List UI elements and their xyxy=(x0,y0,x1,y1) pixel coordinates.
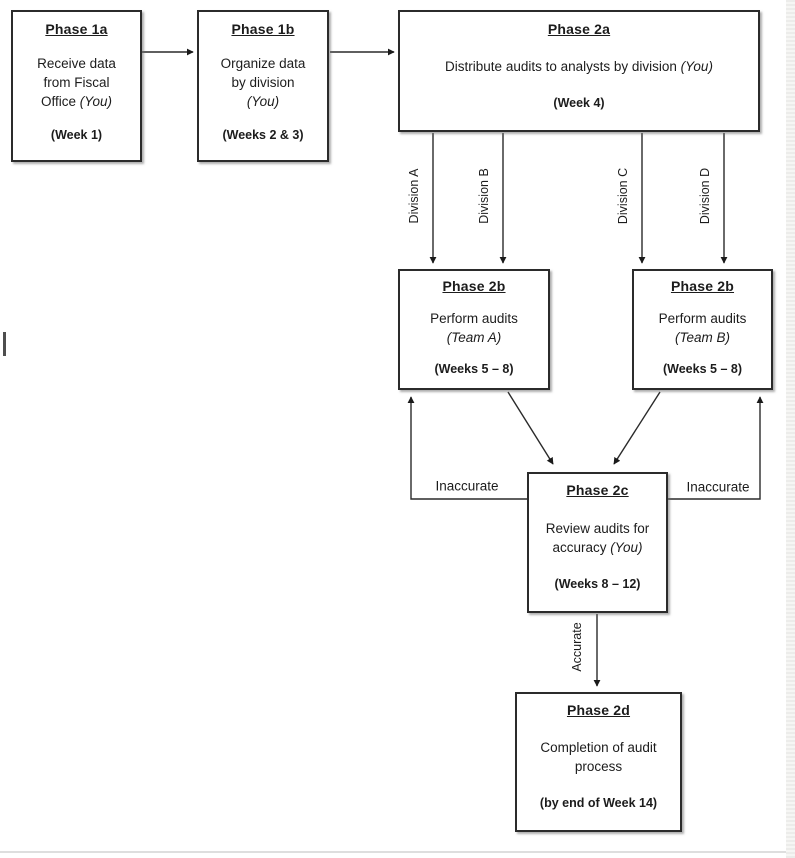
phase-1a-line3: Office xyxy=(40,94,80,109)
phase-1a-line2: from Fiscal xyxy=(43,75,110,90)
phase-1a-line1: Receive data xyxy=(37,56,116,71)
phase-2d-line1: Completion of audit xyxy=(540,740,657,755)
phase-1b-actor: (You) xyxy=(246,94,280,109)
phase-2c-line2: accuracy xyxy=(552,539,611,555)
inaccurate-left-label: Inaccurate xyxy=(435,478,499,494)
arrow-2b-right-to-2c xyxy=(613,391,661,465)
phase-2b-a-line1: Perform audits xyxy=(430,311,518,326)
phase-2a-line1: Distribute audits to analysts by divisio… xyxy=(445,59,681,74)
phase-1b-weeks: (Weeks 2 & 3) xyxy=(222,128,304,142)
phase-1b-line2: by division xyxy=(231,75,295,90)
phase-1a-title: Phase 1a xyxy=(45,21,108,37)
phase-2c-actor: (You) xyxy=(610,539,643,555)
phase-2b-b-body: Perform audits (Team B) xyxy=(659,309,747,347)
phase-2b-a-title: Phase 2b xyxy=(442,278,506,294)
division-b-label: Division B xyxy=(477,168,491,224)
phase-2c-box: Phase 2c Review audits for accuracy (You… xyxy=(527,472,668,613)
phase-1b-box: Phase 1b Organize data by division (You)… xyxy=(197,10,329,162)
phase-2c-title: Phase 2c xyxy=(566,482,629,498)
phase-2a-title: Phase 2a xyxy=(547,21,611,37)
arrow-2b-left-to-2c xyxy=(507,391,554,465)
phase-2d-title: Phase 2d xyxy=(566,702,631,718)
division-c-label: Division C xyxy=(616,167,630,225)
phase-2a-body: Distribute audits to analysts by divisio… xyxy=(445,57,713,76)
inaccurate-right-label: Inaccurate xyxy=(686,479,750,495)
phase-2b-b-title: Phase 2b xyxy=(670,278,735,294)
phase-2c-weeks: (Weeks 8 – 12) xyxy=(554,577,641,591)
division-d-label: Division D xyxy=(698,167,712,225)
phase-1a-weeks: (Week 1) xyxy=(50,128,103,142)
phase-1a-body: Receive data from Fiscal Office (You) xyxy=(37,54,116,111)
phase-2d-box: Phase 2d Completion of audit process (by… xyxy=(515,692,682,832)
phase-2d-line2: process xyxy=(574,759,623,774)
phase-1a-box: Phase 1a Receive data from Fiscal Office… xyxy=(11,10,142,162)
phase-2b-team-b-box: Phase 2b Perform audits (Team B) (Weeks … xyxy=(632,269,773,390)
phase-1b-title: Phase 1b xyxy=(231,21,295,37)
phase-2d-body: Completion of audit process xyxy=(540,738,656,776)
phase-2b-a-team: (Team A) xyxy=(446,330,502,345)
division-a-label: Division A xyxy=(407,168,421,224)
text-cursor-artifact xyxy=(3,332,6,356)
phase-2d-weeks: (by end of Week 14) xyxy=(539,796,658,810)
phase-2b-b-line1: Perform audits xyxy=(658,311,747,326)
accurate-label: Accurate xyxy=(570,622,584,672)
phase-2c-line1: Review audits for xyxy=(545,520,650,536)
phase-2c-body: Review audits for accuracy (You) xyxy=(546,519,650,557)
phase-1b-line1: Organize data xyxy=(220,56,306,71)
phase-2b-b-weeks: (Weeks 5 – 8) xyxy=(663,362,742,376)
phase-1a-actor: (You) xyxy=(79,94,113,109)
phase-2a-actor: (You) xyxy=(680,59,713,74)
phase-2a-box: Phase 2a Distribute audits to analysts b… xyxy=(398,10,760,132)
phase-1b-body: Organize data by division (You) xyxy=(221,54,306,111)
page-bottom-edge xyxy=(0,851,786,853)
phase-2b-a-body: Perform audits (Team A) xyxy=(430,309,518,347)
page-edge-strip xyxy=(786,0,795,858)
phase-2b-a-weeks: (Weeks 5 – 8) xyxy=(434,362,514,376)
phase-2b-team-a-box: Phase 2b Perform audits (Team A) (Weeks … xyxy=(398,269,550,390)
phase-2a-weeks: (Week 4) xyxy=(553,96,605,110)
phase-2b-b-team: (Team B) xyxy=(674,330,730,345)
